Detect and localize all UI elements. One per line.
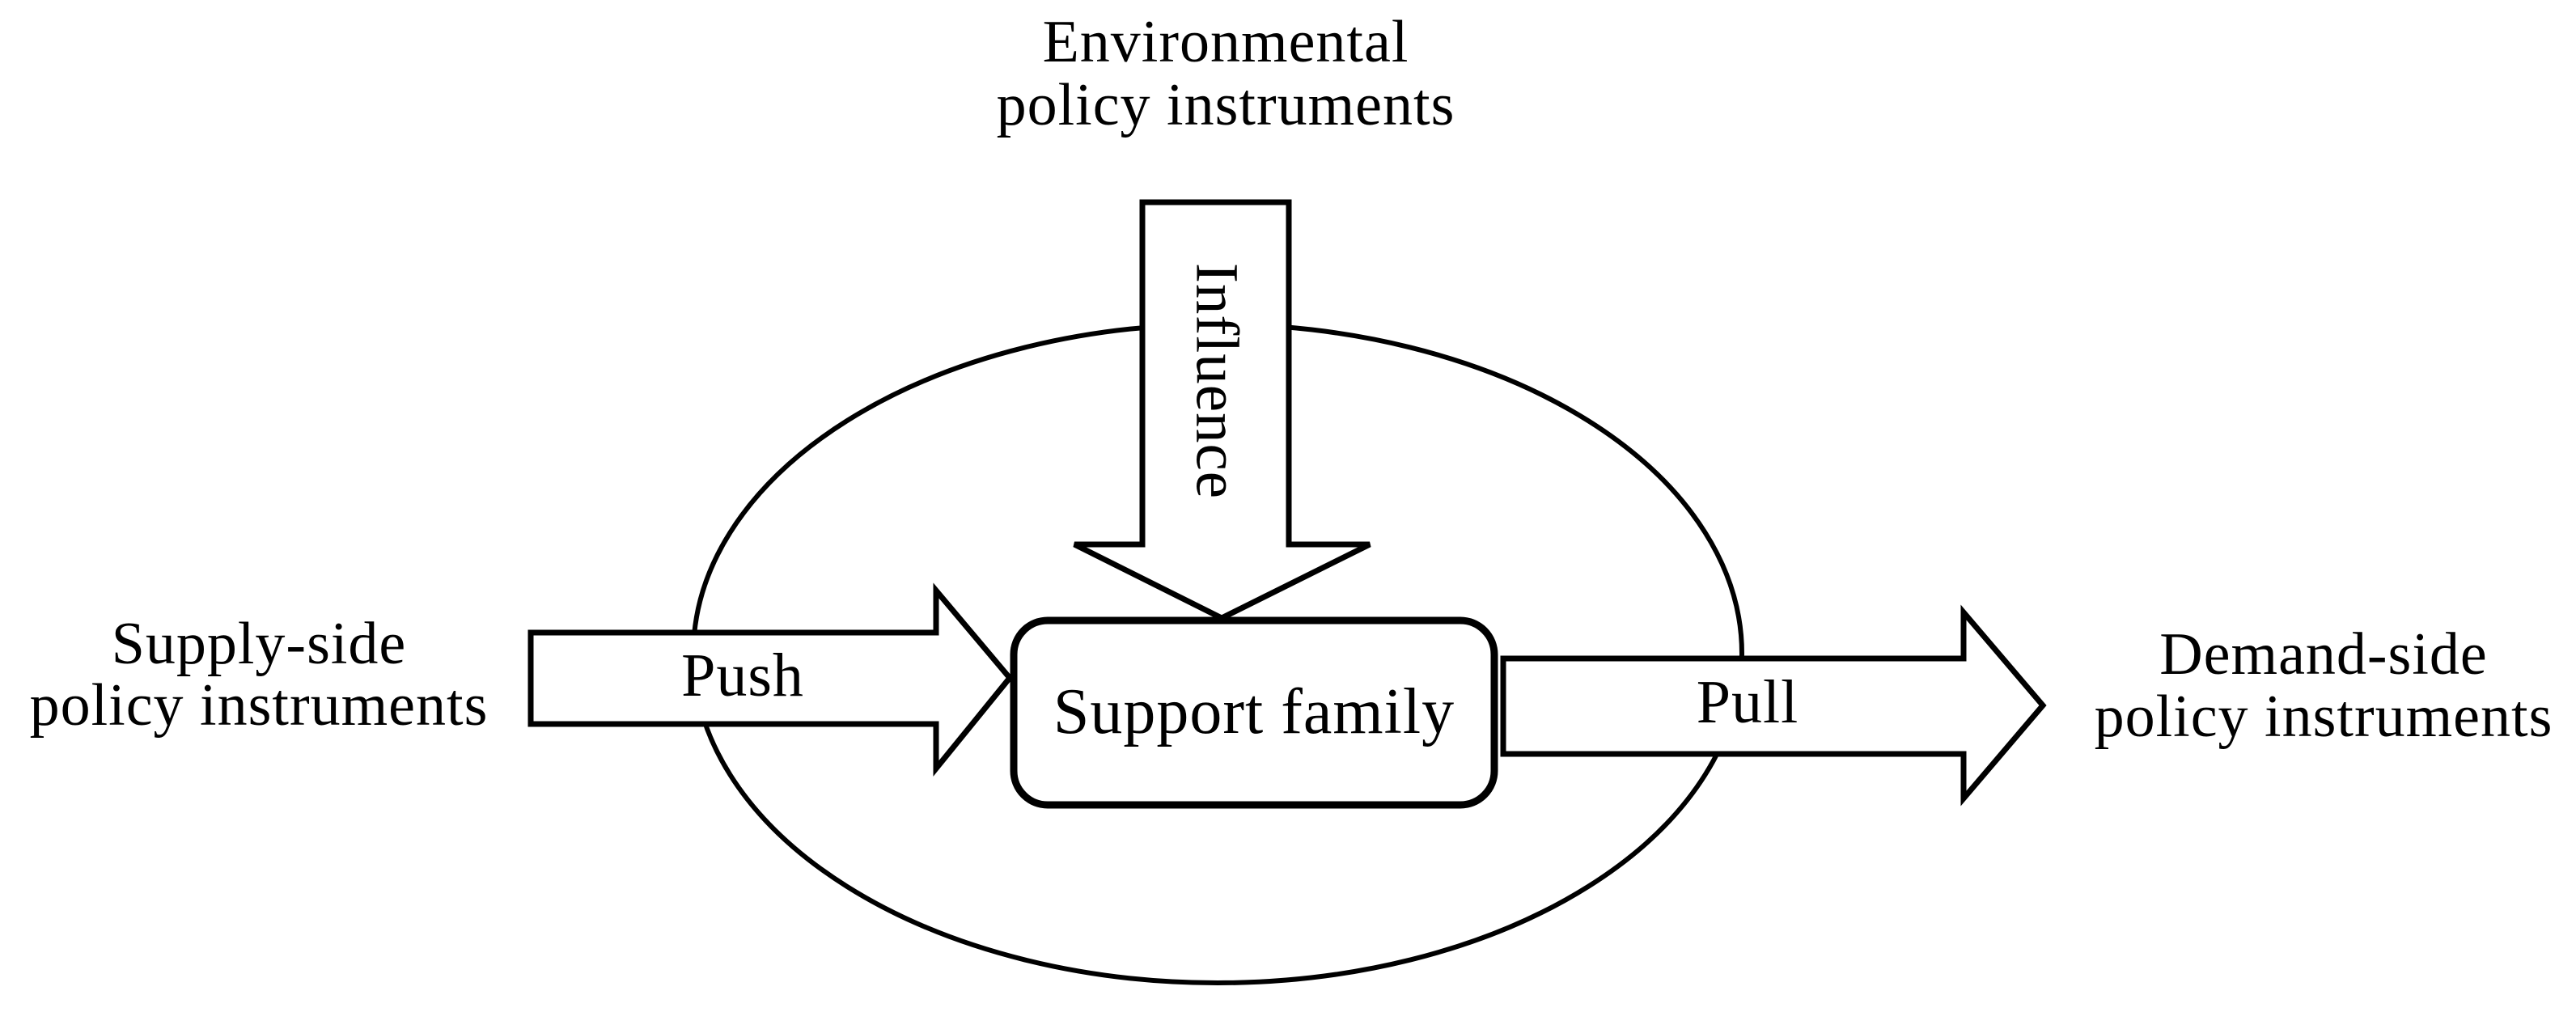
push-arrow bbox=[527, 582, 1014, 777]
demand-side-label-line2: policy instruments bbox=[2095, 684, 2553, 750]
pull-arrow bbox=[1500, 604, 2047, 807]
environmental-policy-label-line2: policy instruments bbox=[997, 72, 1455, 138]
influence-arrow bbox=[1073, 199, 1371, 621]
supply-side-label-line2: policy instruments bbox=[30, 672, 489, 739]
support-family-label: Support family bbox=[1053, 676, 1455, 747]
support-family-box bbox=[1010, 616, 1498, 809]
push-label: Push bbox=[681, 641, 804, 709]
environmental-policy-label-line1: Environmental bbox=[1043, 9, 1409, 75]
demand-side-label-line1: Demand-side bbox=[2159, 621, 2488, 688]
supply-side-label-line1: Supply-side bbox=[112, 611, 407, 677]
pull-label: Pull bbox=[1697, 668, 1799, 736]
influence-label: Influence bbox=[1184, 263, 1251, 499]
